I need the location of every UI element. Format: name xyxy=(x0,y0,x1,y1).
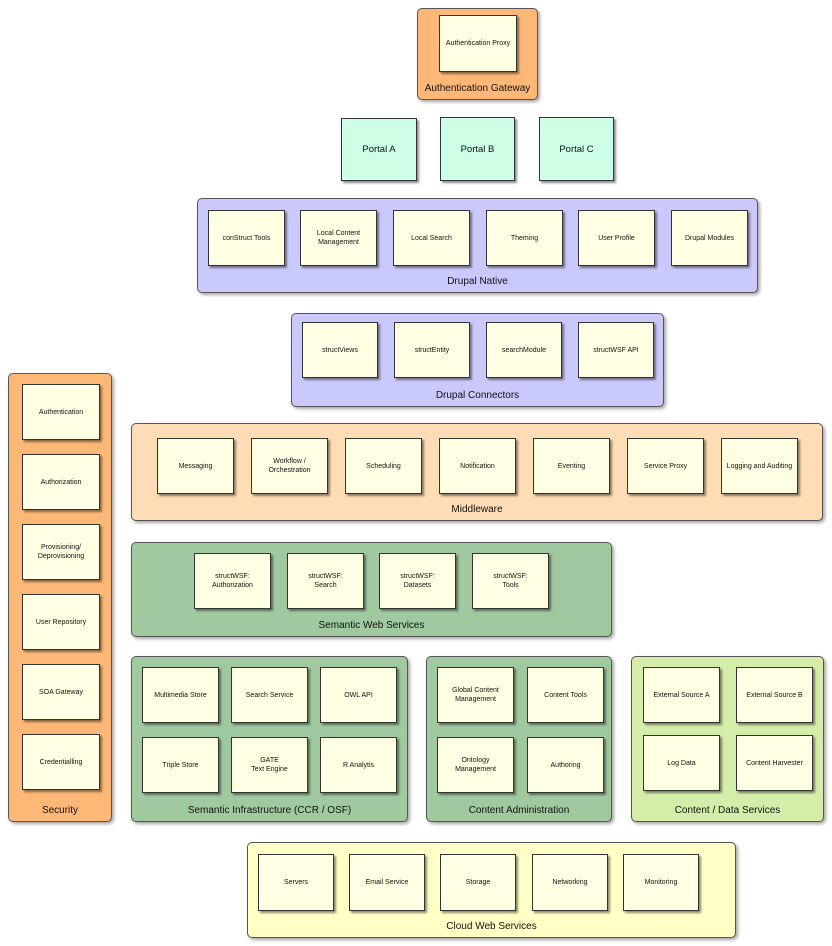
component-box: Local Search xyxy=(393,210,470,266)
component-box: OWL API xyxy=(320,667,397,723)
portal-box: Portal B xyxy=(440,117,515,181)
component-box: Authentication xyxy=(22,384,100,440)
drupal-connectors-group: structViews structEntity searchModule st… xyxy=(291,313,664,407)
component-box: Content Harvester xyxy=(736,735,813,791)
portal-box: Portal C xyxy=(539,117,614,181)
component-box: Servers xyxy=(258,854,334,911)
component-box: Eventing xyxy=(533,438,610,494)
semantic-web-services-group: structWSF: Authorization structWSF: Sear… xyxy=(131,542,612,637)
cloud-web-services-group: Servers Email Service Storage Networking… xyxy=(247,842,736,938)
component-box: Provisioning/ Deprovisioning xyxy=(22,524,100,580)
component-box: Logging and Auditing xyxy=(721,438,798,494)
authentication-gateway-group: Authentication Proxy Authentication Gate… xyxy=(417,8,538,100)
component-box: conStruct Tools xyxy=(208,210,285,266)
component-box: Global Content Management xyxy=(437,667,514,723)
group-label: Semantic Infrastructure (CCR / OSF) xyxy=(187,805,352,816)
group-label: Cloud Web Services xyxy=(446,921,537,932)
component-box: Monitoring xyxy=(623,854,699,911)
component-box: Authorization xyxy=(22,454,100,510)
component-box: Authoring xyxy=(527,737,604,793)
component-box: User Repository xyxy=(22,594,100,650)
component-box: External Source A xyxy=(643,667,720,723)
component-box: structWSF: Datasets xyxy=(379,553,456,609)
semantic-infrastructure-group: Multimedia Store Search Service OWL API … xyxy=(131,656,408,822)
component-box: Authentication Proxy xyxy=(439,15,517,72)
component-box: Log Data xyxy=(643,735,720,791)
component-box: Notification xyxy=(439,438,516,494)
component-box: Triple Store xyxy=(142,737,219,793)
component-box: structWSF: Tools xyxy=(472,553,549,609)
group-label: Semantic Web Services xyxy=(318,620,425,631)
component-box: SOA Gateway xyxy=(22,664,100,720)
group-label: Authentication Gateway xyxy=(424,83,531,94)
component-box: structWSF: Search xyxy=(287,553,364,609)
component-box: Credentialling xyxy=(22,734,100,790)
content-data-services-group: External Source A External Source B Log … xyxy=(631,656,824,822)
component-box: Local Content Management xyxy=(300,210,377,266)
component-box: Theming xyxy=(486,210,563,266)
component-box: Messaging xyxy=(157,438,234,494)
component-box: searchModule xyxy=(486,322,562,378)
drupal-native-group: conStruct Tools Local Content Management… xyxy=(197,198,758,293)
group-label: Content / Data Services xyxy=(674,805,781,816)
component-box: structViews xyxy=(302,322,378,378)
middleware-group: Messaging Workflow / Orchestration Sched… xyxy=(131,423,823,521)
component-box: Search Service xyxy=(231,667,308,723)
component-box: Networking xyxy=(532,854,608,911)
security-group: Authentication Authorization Provisionin… xyxy=(8,373,112,822)
group-label: Drupal Connectors xyxy=(435,390,520,401)
group-label: Drupal Native xyxy=(447,276,508,287)
component-box: Service Proxy xyxy=(627,438,704,494)
component-box: Storage xyxy=(440,854,516,911)
component-box: External Source B xyxy=(736,667,813,723)
component-box: R Analytis xyxy=(320,737,397,793)
component-box: Scheduling xyxy=(345,438,422,494)
portal-box: Portal A xyxy=(341,118,417,181)
component-box: structWSF API xyxy=(578,322,654,378)
component-box: Content Tools xyxy=(527,667,604,723)
component-box: Multimedia Store xyxy=(142,667,219,723)
component-box: Drupal Modules xyxy=(671,210,748,266)
component-box: Workflow / Orchestration xyxy=(251,438,328,494)
component-box: GATE Text Engine xyxy=(231,737,308,793)
component-box: User Profile xyxy=(578,210,655,266)
component-box: Email Service xyxy=(349,854,425,911)
component-box: Ontology Management xyxy=(437,737,514,793)
group-label: Middleware xyxy=(451,504,503,515)
component-box: structEntity xyxy=(394,322,470,378)
content-administration-group: Global Content Management Content Tools … xyxy=(426,656,612,822)
component-box: structWSF: Authorization xyxy=(194,553,271,609)
group-label: Content Administration xyxy=(468,805,570,816)
group-label: Security xyxy=(41,805,79,816)
